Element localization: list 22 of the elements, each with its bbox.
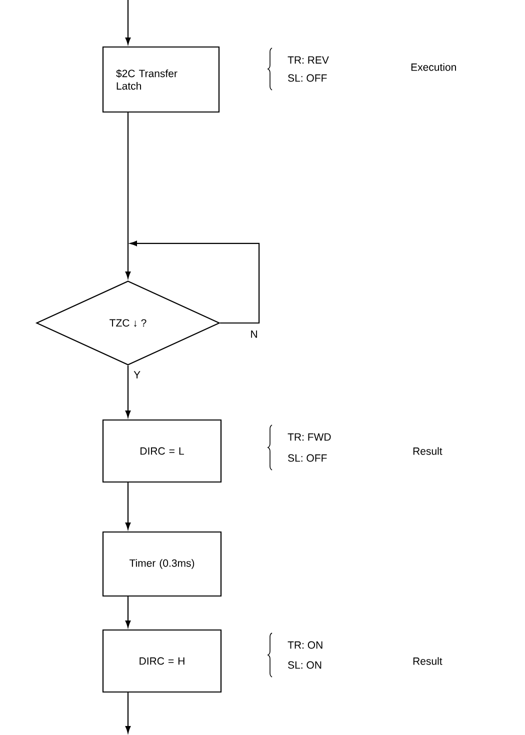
arrow bbox=[125, 112, 131, 278]
process-box: DIRC = L bbox=[102, 419, 222, 483]
note-text: Result bbox=[413, 657, 442, 665]
arrow bbox=[125, 596, 131, 628]
edge-label: N bbox=[249, 330, 259, 339]
arrow bbox=[125, 482, 131, 530]
edge-label: Y bbox=[132, 370, 142, 380]
process-box: Timer (0.3ms) bbox=[102, 531, 222, 597]
arrow bbox=[130, 240, 260, 324]
process-box: DIRC = H bbox=[102, 629, 222, 693]
state-text: TR: REV bbox=[288, 56, 329, 64]
arrow bbox=[125, 692, 131, 734]
state-text: SL: ON bbox=[288, 661, 322, 669]
state-text: SL: OFF bbox=[288, 74, 327, 82]
note-text: Execution bbox=[411, 63, 456, 71]
arrow bbox=[125, 366, 131, 418]
note-text: Result bbox=[413, 447, 442, 455]
arrow bbox=[125, 0, 131, 44]
state-text: TR: ON bbox=[288, 641, 322, 649]
state-text: SL: OFF bbox=[288, 454, 327, 462]
state-text: TR: FWD bbox=[288, 433, 331, 441]
process-box: $2C Transfer Latch bbox=[102, 46, 220, 113]
